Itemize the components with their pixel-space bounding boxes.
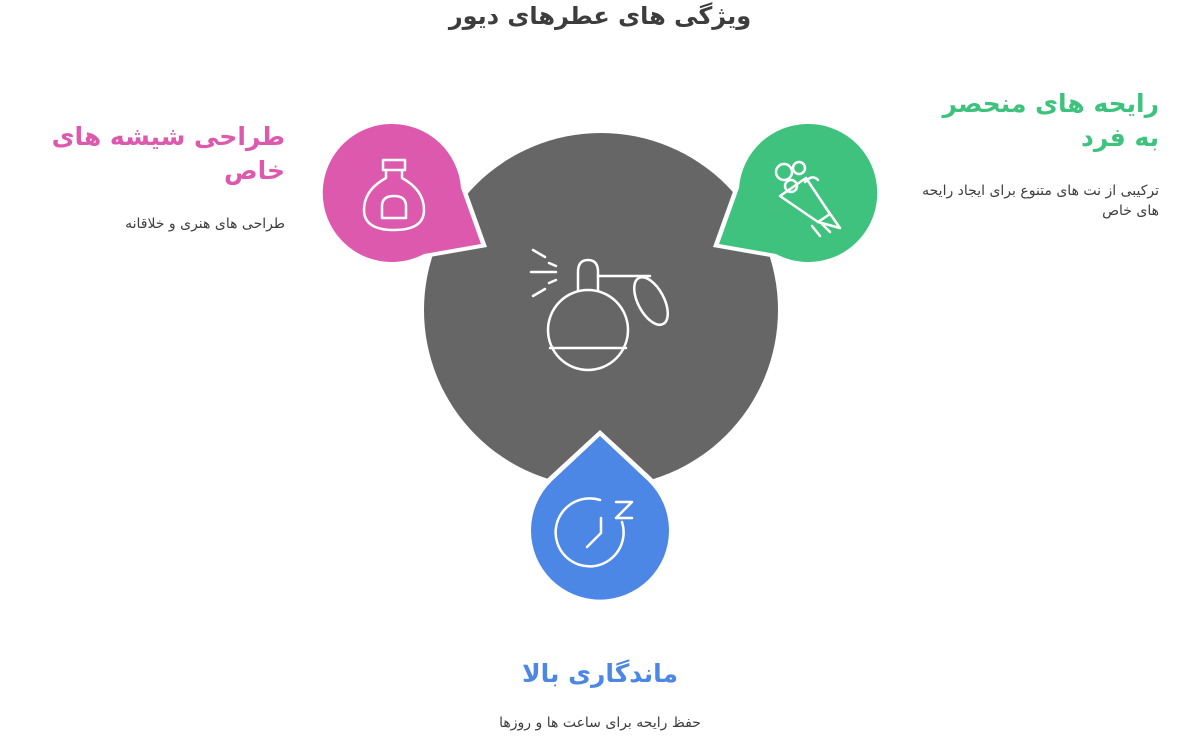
- perfume-atomizer-icon: [529, 248, 670, 372]
- feature-bottle: طراحی شیشه های خاص طراحی های هنری و خلاق…: [0, 120, 285, 234]
- feature-scent-description: ترکیبی از نت های متنوع برای ایجاد رایحه …: [922, 183, 1159, 219]
- scent-drop: [713, 119, 883, 266]
- feature-scent-heading: رایحه های منحصر به فرد: [942, 89, 1159, 152]
- feature-scent: رایحه های منحصر به فرد ترکیبی از نت های …: [914, 87, 1159, 221]
- clock-sleep-icon: [554, 497, 634, 568]
- diagram-title: ویژگی های عطرهای دیور: [448, 2, 752, 30]
- bottle-drop: [317, 119, 487, 266]
- flower-bouquet-icon: [774, 160, 842, 238]
- feature-longevity: ماندگاری بالا حفظ رایحه برای ساعت ها و ر…: [400, 657, 800, 733]
- perfume-bottle-icon: [362, 158, 426, 232]
- feature-bottle-description: طراحی های هنری و خلاقانه: [125, 216, 285, 232]
- feature-longevity-heading: ماندگاری بالا: [521, 659, 679, 688]
- center-circle: [424, 133, 778, 487]
- feature-bottle-heading: طراحی شیشه های خاص: [51, 122, 285, 185]
- feature-longevity-description: حفظ رایحه برای ساعت ها و روزها: [499, 715, 701, 731]
